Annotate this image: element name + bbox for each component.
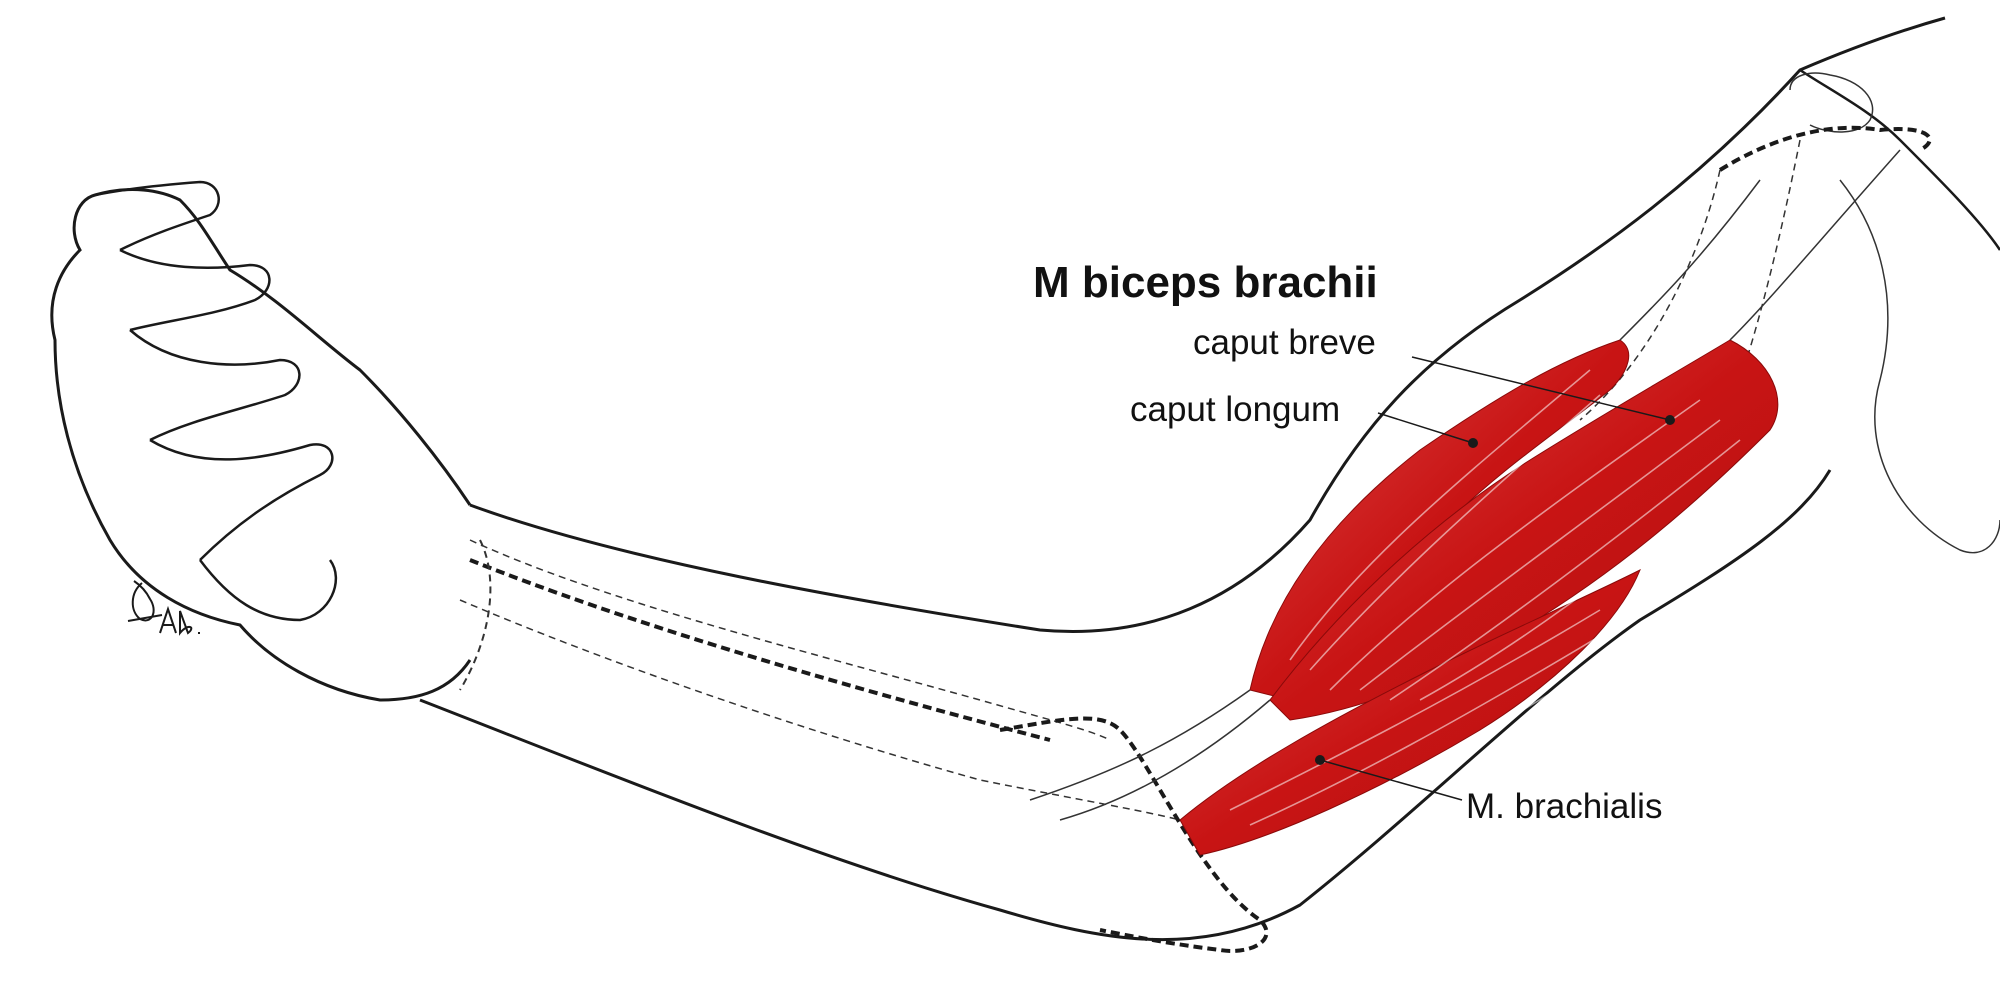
arm-upper-contour xyxy=(469,16,1946,633)
scapula-outline xyxy=(1839,179,2000,554)
finger-4 xyxy=(149,438,334,561)
finger-3 xyxy=(129,329,301,442)
bone-dashed-1 xyxy=(1718,125,1932,172)
label-caput-longum: caput longum xyxy=(1130,390,1341,429)
finger-1 xyxy=(94,180,220,252)
wrist-dashed xyxy=(459,539,492,691)
label-m-brachialis: M. brachialis xyxy=(1466,787,1663,826)
humerus-head xyxy=(1789,72,1874,133)
biceps-tendon-distal xyxy=(1029,689,1271,821)
radius-dashed xyxy=(469,539,1111,741)
bone-dashed-elbow xyxy=(999,716,1269,953)
title-biceps-brachii: M biceps brachii xyxy=(1033,258,1378,307)
pointer-dot-brachialis xyxy=(1315,755,1325,765)
muscle-fibers xyxy=(1229,369,1751,836)
label-caput-breve: caput breve xyxy=(1193,323,1376,362)
brachialis-muscle xyxy=(1179,568,1641,856)
leader-caput-longum xyxy=(1377,412,1474,444)
artist-signature xyxy=(127,580,200,636)
leader-caput-breve xyxy=(1411,356,1671,421)
arm-lower-contour xyxy=(419,469,1832,942)
bone-dashed-forearm xyxy=(469,558,1051,742)
leader-brachialis xyxy=(1319,759,1463,801)
pointer-dot-caput-breve xyxy=(1665,415,1675,425)
biceps-tendon-proximal xyxy=(1619,149,1901,341)
thumb xyxy=(199,559,338,622)
shoulder-outline xyxy=(1799,68,2000,251)
finger-2 xyxy=(119,248,271,332)
pointer-dot-caput-longum xyxy=(1468,438,1478,448)
hand-outline xyxy=(50,188,472,702)
